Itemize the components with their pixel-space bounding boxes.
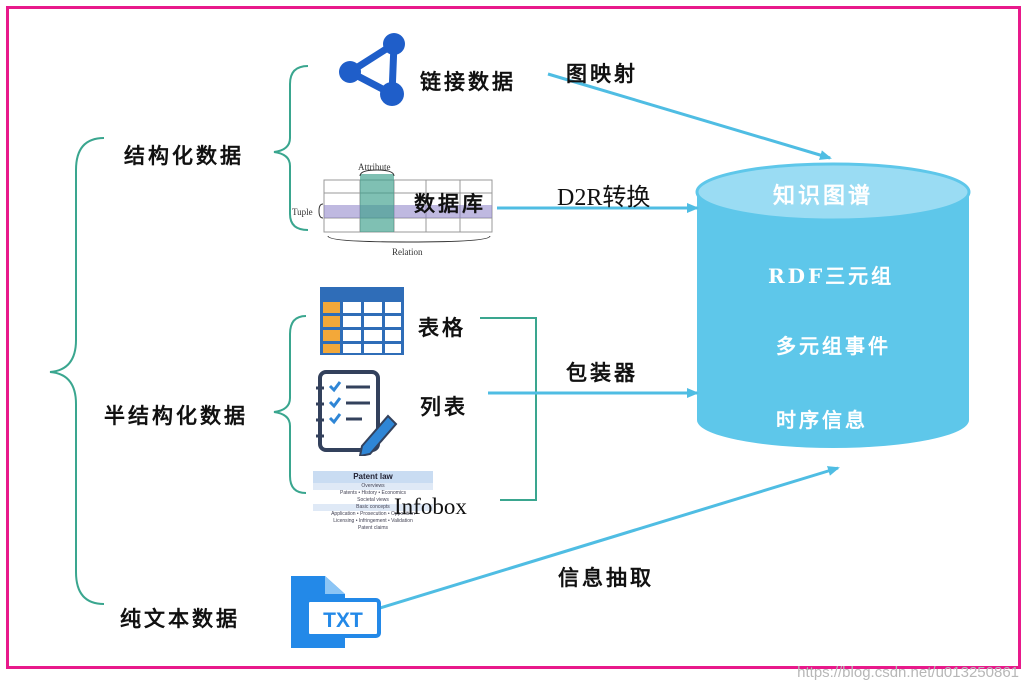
txt-icon-label: TXT bbox=[323, 609, 363, 632]
category-plain-text: 纯文本数据 bbox=[120, 606, 240, 631]
left-brace bbox=[49, 137, 105, 605]
watermark: https://blog.csdn.net/u013250861 bbox=[797, 664, 1019, 681]
source-linked-data: 链接数据 bbox=[420, 69, 516, 94]
knowledge-graph-cylinder bbox=[695, 162, 971, 448]
source-list: 列表 bbox=[420, 394, 468, 419]
infobox-thumb-row: Patents • History • Economics bbox=[339, 490, 407, 496]
table-icon bbox=[320, 287, 404, 355]
kg-item-temporal: 时序信息 bbox=[776, 408, 868, 432]
tuple-label: Tuple bbox=[292, 207, 313, 217]
infobox-thumb-row: Patent claims bbox=[357, 525, 388, 531]
infobox-thumb-row: Application • Prosecution • Opposition bbox=[331, 511, 415, 517]
arrow-info-extraction bbox=[379, 466, 840, 610]
infobox-thumb-row: Societal views bbox=[357, 497, 389, 503]
category-semi-structured: 半结构化数据 bbox=[104, 403, 248, 428]
relation-table-icon: Attribute Tuple Relation bbox=[292, 162, 493, 257]
edge-d2r: D2R转换 bbox=[557, 185, 651, 211]
linked-data-icon bbox=[339, 33, 405, 106]
infobox-thumb-row: Basic concepts bbox=[313, 504, 433, 511]
kg-item-rdf: RDF三元组 bbox=[768, 264, 895, 288]
category-structured: 结构化数据 bbox=[124, 143, 244, 168]
wrapper-bracket bbox=[480, 317, 537, 501]
outer-frame bbox=[6, 6, 1021, 669]
infobox-thumb-row: Overviews bbox=[313, 483, 433, 490]
structured-brace bbox=[273, 65, 309, 231]
txt-file-icon: TXT bbox=[291, 576, 381, 648]
infobox-thumb-row: Licensing • Infringement • Validation bbox=[333, 518, 413, 524]
checklist-icon bbox=[316, 370, 398, 456]
arrow-graph-mapping bbox=[547, 72, 832, 160]
edge-info-extraction: 信息抽取 bbox=[558, 565, 654, 590]
source-table: 表格 bbox=[418, 315, 466, 340]
kg-item-events: 多元组事件 bbox=[776, 334, 891, 358]
semi-structured-brace bbox=[273, 315, 307, 494]
edge-graph-mapping: 图映射 bbox=[566, 61, 638, 86]
attribute-label: Attribute bbox=[358, 162, 391, 172]
knowledge-graph-title: 知识图谱 bbox=[773, 183, 874, 209]
relation-label: Relation bbox=[392, 247, 423, 257]
edge-wrapper: 包装器 bbox=[566, 360, 638, 385]
source-database: 数据库 bbox=[414, 191, 486, 216]
source-infobox: Infobox bbox=[394, 494, 467, 519]
infobox-thumb-title: Patent law bbox=[313, 471, 433, 483]
infobox-thumbnail: Patent law Overviews Patents • History •… bbox=[313, 471, 433, 551]
